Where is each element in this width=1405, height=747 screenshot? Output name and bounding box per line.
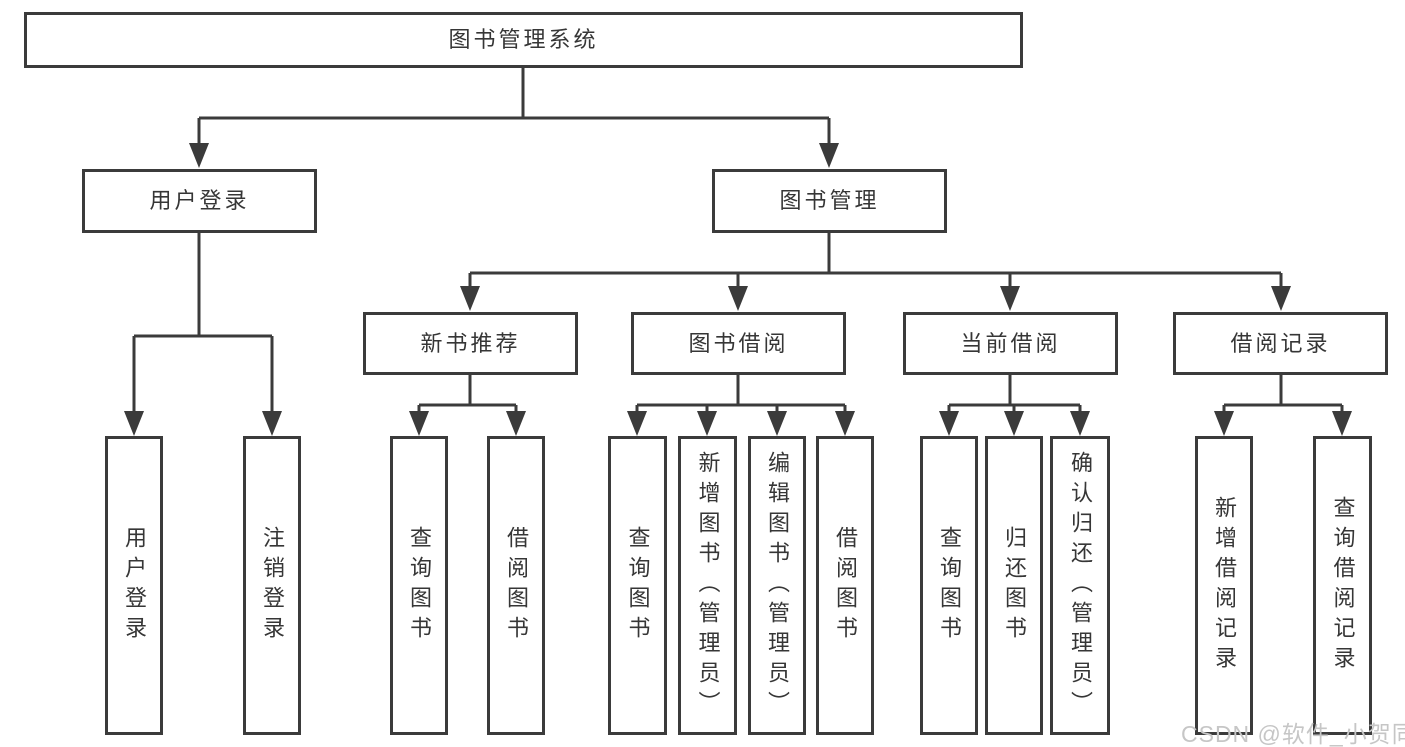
arrowhead (939, 411, 959, 436)
node-book-borrowing: 图书借阅 (631, 312, 846, 375)
leaf-query-borrow-record: 查询借阅记录 (1313, 436, 1372, 735)
leaf-return-books: 归还图书 (985, 436, 1043, 735)
arrowhead (767, 411, 787, 436)
arrowhead (262, 411, 282, 436)
arrowhead (189, 143, 209, 168)
leaf-add-books-admin: 新增图书（管理员） (678, 436, 737, 735)
arrowheads (124, 143, 1352, 436)
leaf-query-books-recommend: 查询图书 (390, 436, 448, 735)
arrowhead (819, 143, 839, 168)
node-book-management: 图书管理 (712, 169, 947, 233)
node-current-borrowing: 当前借阅 (903, 312, 1118, 375)
arrowhead (409, 411, 429, 436)
arrowhead (1000, 286, 1020, 311)
arrowhead (1271, 286, 1291, 311)
connector-lines (132, 68, 1344, 414)
arrowhead (697, 411, 717, 436)
leaf-query-books-borrow: 查询图书 (608, 436, 667, 735)
node-borrowing-records: 借阅记录 (1173, 312, 1388, 375)
node-new-book-recommend: 新书推荐 (363, 312, 578, 375)
leaf-confirm-return-admin: 确认归还（管理员） (1050, 436, 1110, 735)
arrowhead (1004, 411, 1024, 436)
leaf-logout: 注销登录 (243, 436, 301, 735)
arrowhead (728, 286, 748, 311)
leaf-borrow-books: 借阅图书 (816, 436, 874, 735)
arrowhead (124, 411, 144, 436)
leaf-query-books-current: 查询图书 (920, 436, 978, 735)
arrowhead (1214, 411, 1234, 436)
leaf-user-login: 用户登录 (105, 436, 163, 735)
arrowhead (506, 411, 526, 436)
node-user-login: 用户登录 (82, 169, 317, 233)
arrowhead (460, 286, 480, 311)
csdn-watermark: CSDN @软件_小贺同学 (1181, 721, 1405, 747)
arrowhead (835, 411, 855, 436)
arrowhead (1332, 411, 1352, 436)
arrowhead (1070, 411, 1090, 436)
leaf-edit-books-admin: 编辑图书（管理员） (748, 436, 806, 735)
node-library-management-system: 图书管理系统 (24, 12, 1023, 68)
arrowhead (627, 411, 647, 436)
leaf-add-borrow-record: 新增借阅记录 (1195, 436, 1253, 735)
leaf-borrow-books-recommend: 借阅图书 (487, 436, 545, 735)
